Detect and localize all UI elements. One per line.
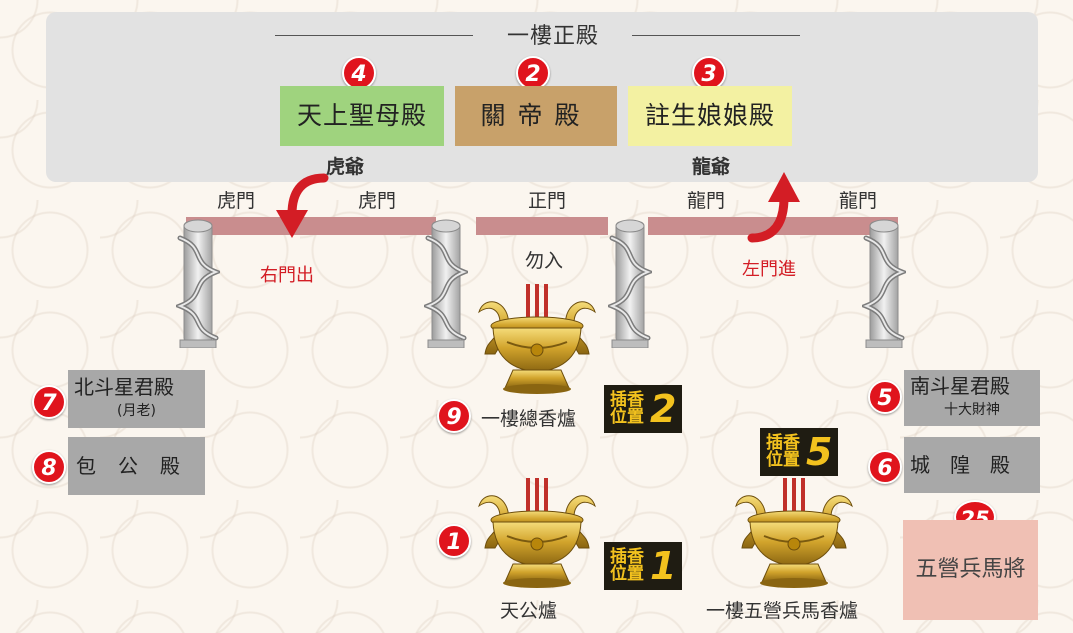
shrine-guandi[interactable]: 關帝殿 <box>455 86 617 146</box>
curved-arrow-up-icon <box>747 172 800 243</box>
incense-burner-icon <box>473 478 601 590</box>
side-hall-chenghuang[interactable]: 城隍殿 <box>904 437 1040 493</box>
incense-position-tag-5: 插香位置 5 <box>760 428 839 476</box>
incense-position-label: 插香位置 <box>610 547 644 584</box>
enter-note: 左門進 <box>742 259 796 280</box>
curved-arrow-down-icon <box>276 173 329 238</box>
gate-label-tiger-right: 虎門 <box>357 190 396 212</box>
incense-position-number: 5 <box>806 430 833 474</box>
burner-tiangong-label: 天公爐 <box>500 600 558 622</box>
side-hall-number-6: 6 <box>868 450 902 484</box>
incense-position-tag-2: 插香位置 2 <box>604 385 683 433</box>
dragon-pillar-icon <box>862 218 906 348</box>
side-hall-number-7: 7 <box>32 385 66 419</box>
incense-burner-icon <box>730 478 858 590</box>
gate-label-dragon-right: 龍門 <box>838 190 877 212</box>
dragon-lord-label: 龍爺 <box>692 156 731 178</box>
gate-label-tiger-left: 虎門 <box>216 190 255 212</box>
burner-number-1: 1 <box>437 524 471 558</box>
dragon-pillar-icon <box>424 218 468 348</box>
incense-position-label: 插香位置 <box>766 433 800 470</box>
side-hall-beidou[interactable]: 北斗星君殿 (月老) <box>68 370 205 428</box>
side-hall-wuying[interactable]: 五營兵馬將 <box>903 520 1038 620</box>
shrine-tianshang-shengmu[interactable]: 天上聖母殿 <box>280 86 444 146</box>
side-hall-baogong[interactable]: 包公殿 <box>68 437 205 495</box>
hall-title: 一樓正殿 <box>506 24 599 49</box>
side-hall-nandou-sub: 十大財神 <box>944 402 1000 418</box>
exit-note: 右門出 <box>260 265 314 286</box>
incense-position-number: 1 <box>650 544 677 588</box>
side-hall-nandou[interactable]: 南斗星君殿 十大財神 <box>904 370 1040 426</box>
side-hall-beidou-name: 北斗星君殿 <box>74 375 174 399</box>
shrine-zhusheng-niangniang[interactable]: 註生娘娘殿 <box>628 86 792 146</box>
gate-beam-tiger <box>186 217 436 235</box>
incense-burner-icon <box>473 284 601 396</box>
incense-position-tag-1: 插香位置 1 <box>604 542 683 590</box>
shrine-number-4: 4 <box>342 56 376 90</box>
gate-beam-main <box>476 217 608 235</box>
hall-title-line-left <box>275 35 473 36</box>
shrine-number-2: 2 <box>516 56 550 90</box>
dragon-pillar-icon <box>176 218 220 348</box>
dragon-pillar-icon <box>608 218 652 348</box>
shrine-number-3: 3 <box>692 56 726 90</box>
hall-title-line-right <box>632 35 800 36</box>
side-hall-beidou-sub: (月老) <box>117 403 156 419</box>
burner-main-label: 一樓總香爐 <box>481 408 577 430</box>
incense-position-label: 插香位置 <box>610 390 644 427</box>
burner-wuying-label: 一樓五營兵馬香爐 <box>706 600 859 622</box>
tiger-lord-label: 虎爺 <box>326 156 365 178</box>
side-hall-number-8: 8 <box>32 450 66 484</box>
side-hall-nandou-name: 南斗星君殿 <box>910 374 1010 398</box>
burner-number-9: 9 <box>437 399 471 433</box>
side-hall-number-5: 5 <box>868 380 902 414</box>
gate-label-main: 正門 <box>527 190 566 212</box>
incense-position-number: 2 <box>650 387 677 431</box>
gate-label-dragon-left: 龍門 <box>686 190 725 212</box>
no-entry-note: 勿入 <box>525 250 564 272</box>
